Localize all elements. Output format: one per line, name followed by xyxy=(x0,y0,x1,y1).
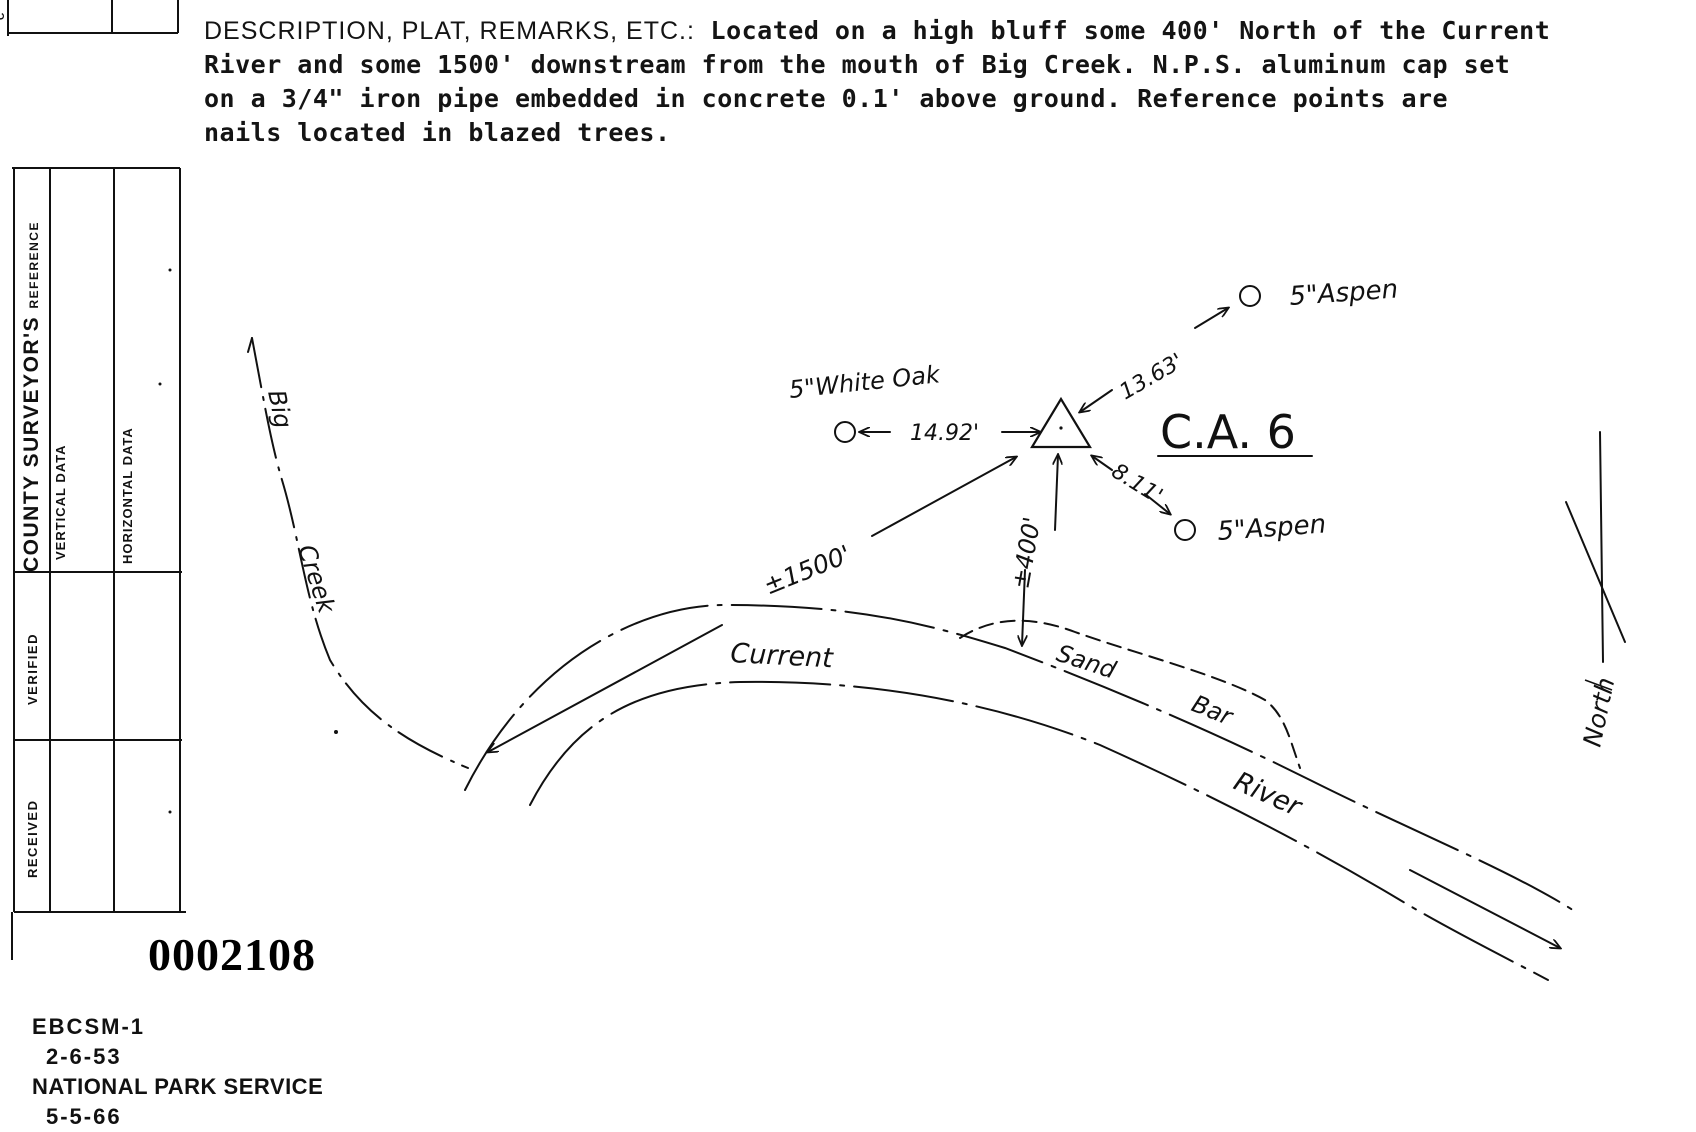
description-label: DESCRIPTION, PLAT, REMARKS, ETC.: xyxy=(204,17,695,45)
plat-sketch: 5"White Oak 14.92' 13.63' 5"Aspen 8.11' … xyxy=(158,268,1626,981)
label-sand: Sand xyxy=(1053,639,1120,685)
river-north-bank xyxy=(464,603,1577,913)
description-block: DESCRIPTION, PLAT, REMARKS, ETC.: Locate… xyxy=(204,14,1684,150)
side-form-lines: C xyxy=(0,0,186,960)
side-form-top-letter: C xyxy=(0,13,7,20)
arrow-400-down xyxy=(1022,569,1025,645)
label-aspen-1: 5"Aspen xyxy=(1288,274,1399,312)
label-creek-creek: Creek xyxy=(292,541,341,617)
arrow-upstream xyxy=(488,624,723,752)
river-south-bank xyxy=(529,680,1549,981)
date-1: 2-6-53 xyxy=(46,1044,122,1069)
label-dist-aspen-2: 8.11' xyxy=(1107,459,1167,509)
arrow-downstream xyxy=(1409,869,1560,948)
label-station: C.A. 6 xyxy=(1160,405,1296,459)
description-line-4: nails located in blazed trees. xyxy=(204,118,671,147)
form-code: EBCSM-1 xyxy=(32,1014,146,1039)
tree-aspen-2 xyxy=(1174,519,1196,541)
label-river: River xyxy=(1229,766,1307,824)
arrow-aspen2-in xyxy=(1092,456,1113,471)
description-line-2: River and some 1500' downstream from the… xyxy=(204,50,1511,79)
arrow-aspen2-out xyxy=(1144,493,1170,514)
description-line-3: on a 3/4" iron pipe embedded in concrete… xyxy=(204,84,1449,113)
tree-white-oak xyxy=(834,421,856,443)
label-aspen-2: 5"Aspen xyxy=(1216,509,1327,547)
label-dist-white-oak: 14.92' xyxy=(910,421,979,446)
label-dist-400: ±400' xyxy=(1006,515,1046,591)
document-number: 0002108 xyxy=(148,929,316,980)
arrow-to-station xyxy=(871,457,1016,537)
date-2: 5-5-66 xyxy=(46,1104,122,1129)
sand-bar-outline xyxy=(959,619,1301,769)
label-current: Current xyxy=(730,638,835,674)
label-white-oak: 5"White Oak xyxy=(788,360,942,404)
description-text-1: Located on a high bluff some 400' North … xyxy=(710,16,1551,45)
station-triangle xyxy=(1030,396,1092,449)
label-dist-1500: ±1500' xyxy=(759,539,855,600)
arrow-aspen1-out xyxy=(1194,308,1228,329)
tree-aspen-1 xyxy=(1239,285,1261,307)
arrow-400-up xyxy=(1055,455,1058,531)
footer-block: EBCSM-1 2-6-53 NATIONAL PARK SERVICE 5-5… xyxy=(32,1012,323,1132)
label-dist-aspen-1: 13.63' xyxy=(1116,349,1188,405)
agency-name: NATIONAL PARK SERVICE xyxy=(32,1074,324,1099)
creek-line xyxy=(251,337,469,769)
label-north: North xyxy=(1578,675,1621,749)
description-line-1: DESCRIPTION, PLAT, REMARKS, ETC.: Locate… xyxy=(204,14,1684,48)
arrow-aspen1-in xyxy=(1080,389,1113,412)
north-arrow xyxy=(1599,431,1604,663)
